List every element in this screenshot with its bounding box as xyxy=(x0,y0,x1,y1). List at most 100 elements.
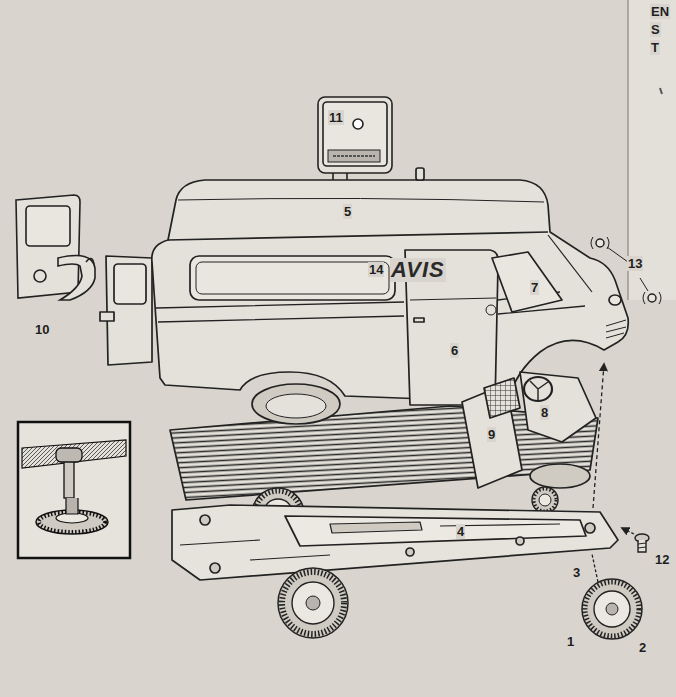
wheel-lower-shape xyxy=(306,596,320,610)
chassis-part xyxy=(172,505,618,580)
light-parts xyxy=(591,237,661,304)
roof-sign-part-shape xyxy=(353,119,363,129)
chassis-part-shape xyxy=(406,548,414,556)
rear-door-part-shape xyxy=(58,256,95,300)
van-body-part-shape xyxy=(410,298,496,300)
light-parts-shape xyxy=(640,278,648,291)
rear-door-part-shape xyxy=(26,206,70,246)
callout-number: 4 xyxy=(456,524,465,539)
interior-floor-part-shape xyxy=(524,377,552,401)
van-body-part-shape xyxy=(178,198,544,202)
van-body-part-shape xyxy=(100,312,114,321)
detail-inset-shape xyxy=(56,448,82,462)
wheel-upper-shape xyxy=(534,489,556,511)
assembly-arrows-shape xyxy=(592,554,598,582)
chassis-part-shape xyxy=(285,516,586,546)
roof-sign-part-shape xyxy=(333,155,375,157)
chassis-part-shape xyxy=(330,522,422,533)
callout-number: 8 xyxy=(540,405,549,420)
detail-inset xyxy=(18,422,130,558)
wheel-lower xyxy=(278,568,642,639)
interior-floor-part-shape xyxy=(266,394,326,418)
callout-number: 13 xyxy=(627,256,643,271)
callout-number: 6 xyxy=(450,343,459,358)
chassis-part-shape xyxy=(210,563,220,573)
screw-part-shape xyxy=(638,543,646,548)
wheel-upper-shape xyxy=(539,494,551,506)
callout-number: 14 xyxy=(368,262,384,277)
light-parts-shape xyxy=(591,237,609,249)
van-body-part-shape xyxy=(606,320,626,338)
wheel-lower-shape xyxy=(282,572,344,634)
cut-off-heading: EN xyxy=(650,4,670,19)
light-parts-shape xyxy=(648,294,656,302)
chassis-part-shape xyxy=(516,537,524,545)
roof-sign-part-shape xyxy=(323,102,387,166)
van-body-part-shape xyxy=(609,295,621,305)
detail-inset-shape xyxy=(66,498,78,514)
interior-floor-part-shape xyxy=(520,372,596,442)
roof-sign-part-shape xyxy=(328,150,380,162)
assembly-arrows-shape xyxy=(622,528,634,534)
wheel-upper-shape xyxy=(532,487,558,513)
roof-sign-part-shape xyxy=(318,97,392,173)
van-body-part-shape xyxy=(196,262,389,294)
assembly-arrows xyxy=(592,364,634,582)
paper-ground-shape xyxy=(627,0,629,300)
chassis-part-shape xyxy=(172,505,618,580)
light-parts-shape xyxy=(596,239,604,247)
van-body-part-shape xyxy=(152,180,628,402)
cut-off-heading: T xyxy=(650,40,660,55)
chassis-part-shape xyxy=(585,523,595,533)
light-parts-shape xyxy=(643,292,661,304)
interior-floor-part-shape xyxy=(530,464,590,488)
van-body-part-shape xyxy=(114,264,146,304)
screw-part-shape xyxy=(638,540,646,552)
interior-floor-part-shape xyxy=(484,378,520,418)
van-body-part-shape xyxy=(190,256,395,300)
chassis-part-shape xyxy=(180,540,330,560)
cut-off-heading: S xyxy=(650,22,661,37)
van-body-part-shape xyxy=(106,256,152,365)
interior-floor-part xyxy=(170,372,598,500)
wheel-lower-shape xyxy=(292,582,334,624)
wheel-lower-shape xyxy=(582,579,642,639)
interior-floor-part-shape xyxy=(252,384,340,424)
callout-number: 7 xyxy=(530,280,539,295)
paper-ground-shape xyxy=(628,0,676,300)
callout-number: 11 xyxy=(328,110,344,125)
rear-door-part-shape xyxy=(16,195,80,298)
logo-lettering: AVIS xyxy=(390,258,446,282)
light-parts-shape xyxy=(607,247,628,262)
van-body-part-shape xyxy=(492,252,562,312)
van-body-part xyxy=(100,168,628,405)
paper-ground-shape xyxy=(660,88,662,94)
callout-number: 1 xyxy=(566,634,575,649)
callout-number: 10 xyxy=(34,322,50,337)
rear-door-part-shape xyxy=(86,258,94,264)
callout-number: 9 xyxy=(487,427,496,442)
wheel-lower-shape xyxy=(606,603,618,615)
interior-floor-part-shape xyxy=(530,381,548,400)
detail-inset-shape xyxy=(39,512,105,532)
van-body-part-shape xyxy=(416,168,424,180)
assembly-arrows-shape xyxy=(593,364,604,508)
chassis-part-shape xyxy=(200,515,210,525)
van-body-part-shape xyxy=(168,232,548,240)
screw-part xyxy=(635,534,649,552)
roof-sign-part xyxy=(318,97,392,186)
detail-inset-shape xyxy=(18,422,130,558)
van-body-part-shape xyxy=(486,305,496,315)
wheel-lower-shape xyxy=(585,582,639,636)
callout-number: 3 xyxy=(572,565,581,580)
wheel-lower-shape xyxy=(594,591,630,627)
van-body-part-shape xyxy=(548,235,592,292)
callout-number: 5 xyxy=(343,204,352,219)
rear-door-part-shape xyxy=(34,270,46,282)
van-body-part-shape xyxy=(414,318,424,322)
callout-number: 2 xyxy=(638,640,647,655)
